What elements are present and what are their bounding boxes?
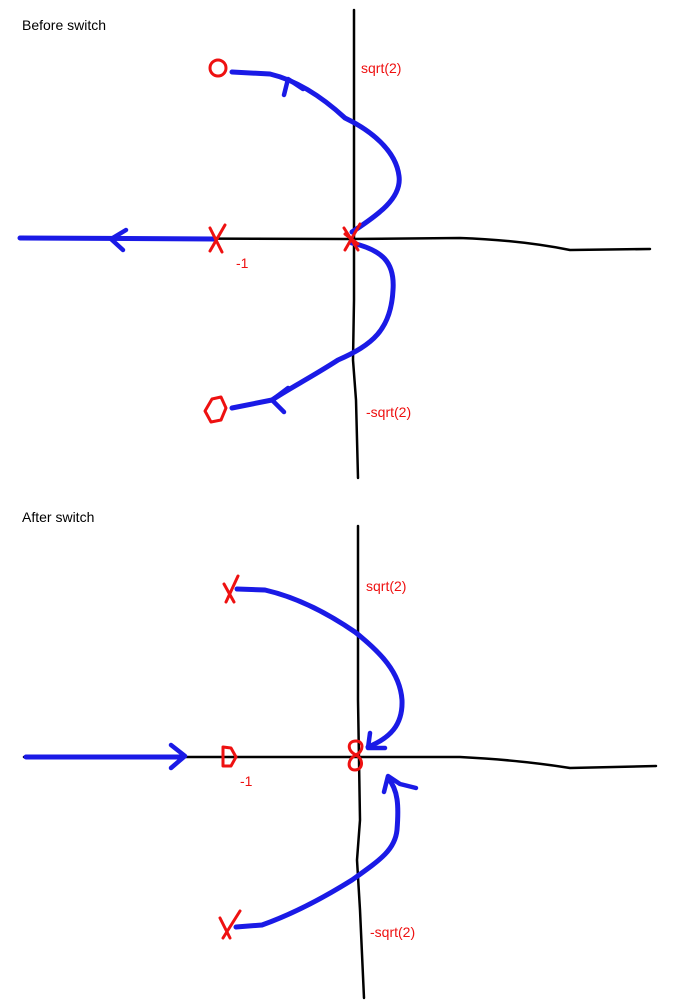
imaginary-axis bbox=[351, 8, 360, 480]
locus-branch-lower bbox=[233, 775, 401, 930]
label-real-minus-one: -1 bbox=[240, 773, 253, 789]
arrowhead-upper bbox=[365, 730, 388, 751]
locus-branch-real-left bbox=[17, 235, 218, 242]
pole-marker-origin bbox=[342, 222, 362, 252]
pole-marker-upper bbox=[222, 574, 240, 604]
panel-title: Before switch bbox=[22, 17, 106, 33]
arrowhead-lower bbox=[269, 385, 291, 415]
label-upper-imag: sqrt(2) bbox=[361, 60, 401, 76]
arrowhead-upper bbox=[281, 76, 306, 98]
locus-branch-lower bbox=[229, 240, 396, 411]
zero-marker-minus-one bbox=[221, 745, 238, 768]
zero-marker-upper bbox=[208, 58, 228, 78]
panel-after-switch: After switch sqrt(2) -sqrt(2) -1 bbox=[22, 509, 658, 1000]
locus-branch-upper bbox=[234, 586, 405, 750]
label-lower-imag: -sqrt(2) bbox=[370, 924, 415, 940]
panel-title: After switch bbox=[22, 509, 94, 525]
arrowhead-real-left bbox=[108, 227, 129, 253]
arrowhead-lower bbox=[381, 773, 419, 795]
pole-marker-lower bbox=[218, 909, 242, 940]
double-zero-marker-origin bbox=[347, 739, 364, 772]
label-upper-imag: sqrt(2) bbox=[366, 578, 406, 594]
locus-branch-upper bbox=[229, 69, 402, 235]
pole-marker-minus-one bbox=[208, 223, 227, 254]
arrowhead-real-right bbox=[168, 742, 188, 771]
imaginary-axis bbox=[355, 524, 366, 1000]
label-lower-imag: -sqrt(2) bbox=[366, 404, 411, 420]
panel-before-switch: Before switch sqrt(2) -sqrt(2) -1 bbox=[17, 8, 652, 480]
zero-marker-lower bbox=[203, 395, 228, 424]
real-axis bbox=[22, 755, 658, 770]
real-axis bbox=[20, 236, 652, 252]
label-real-minus-one: -1 bbox=[236, 255, 249, 271]
